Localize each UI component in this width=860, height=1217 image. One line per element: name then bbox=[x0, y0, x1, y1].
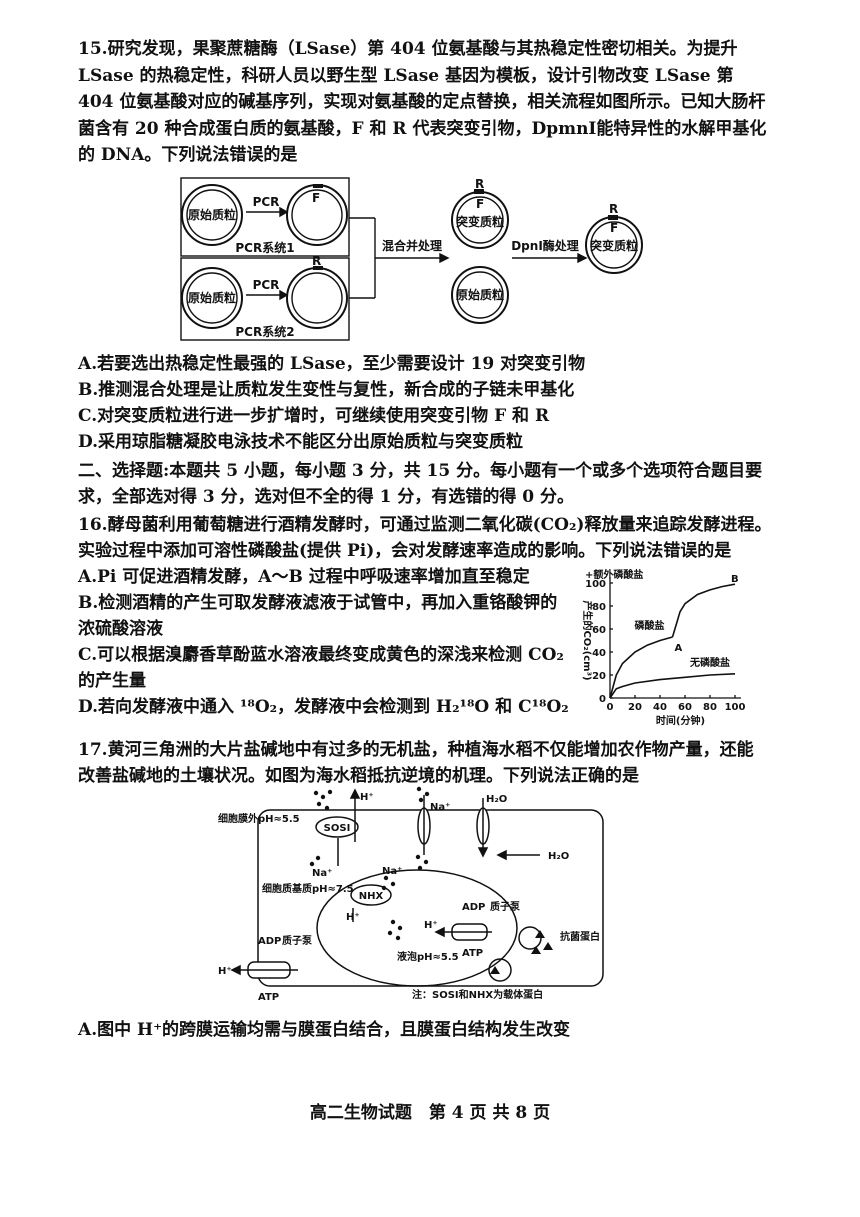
y-tick-label: 20 bbox=[592, 671, 606, 682]
primer-f-1: F bbox=[312, 191, 320, 205]
primer-r-1: R bbox=[312, 254, 321, 268]
adp-2: ADP bbox=[258, 936, 281, 947]
q15-diagram: 原始质粒 PCR F PCR系统1 原始质粒 PCR R PCR系统2 混合并处… bbox=[180, 177, 643, 341]
q15-option-c: C.对突变质粒进行进一步扩增时，可继续使用突变引物 F 和 R bbox=[78, 406, 550, 426]
series-line bbox=[609, 636, 673, 699]
co2-chart: 0 20 40 60 80 100 0 20 40 60 80 100 时间(分钟) 产生的CO₂(cm³… bbox=[581, 568, 746, 727]
pump-label-1: 质子泵 bbox=[490, 900, 521, 913]
q16-option-b2: 浓硫酸溶液 bbox=[78, 619, 163, 639]
cytosol-ph-label: 细胞质基质pH≈7.5 bbox=[262, 882, 354, 895]
y-tick-label: 80 bbox=[592, 602, 606, 613]
q15-stem: 15.研究发现，果聚蔗糖酶（LSase）第 404 位氨基酸与其热稳定性密切相关… bbox=[78, 39, 767, 165]
q17-line2: 改善盐碱地的土壤状况。如图为海水稻抵抗逆境的机理。下列说法正确的是 bbox=[78, 766, 639, 786]
q15-option-b: B.推测混合处理是让质粒发生变性与复性，新合成的子链未甲基化 bbox=[78, 380, 575, 400]
atp-1: ATP bbox=[462, 948, 483, 959]
diagram-note: 注：SOSI和NHX为载体蛋白 bbox=[412, 988, 543, 1001]
mix-label: 混合并处理 bbox=[382, 238, 442, 253]
system1-label: PCR系统1 bbox=[235, 240, 294, 255]
h-plus-4: H⁺ bbox=[218, 966, 232, 977]
vacuole-ph-label: 液泡pH≈5.5 bbox=[397, 950, 459, 963]
x-tick-label: 100 bbox=[725, 702, 746, 713]
x-tick-label: 40 bbox=[653, 702, 667, 713]
pump-label-2: 质子泵 bbox=[282, 934, 313, 947]
q15-option-d: D.采用琼脂糖凝胶电泳技术不能区分出原始质粒与突变质粒 bbox=[78, 432, 524, 452]
pcr-label-1: PCR bbox=[253, 195, 280, 209]
y-tick-label: 40 bbox=[592, 648, 606, 659]
atp-2: ATP bbox=[258, 992, 279, 1003]
nhx-label: NHX bbox=[359, 891, 384, 902]
y-tick-label: 0 bbox=[599, 694, 606, 705]
q16-option-c2: 的产生量 bbox=[78, 671, 146, 691]
h2o-right: H₂O bbox=[548, 851, 569, 862]
system2-label: PCR系统2 bbox=[235, 324, 294, 339]
section2-line2: 求，全部选对得 3 分，选对但不全的得 1 分，有选错的得 0 分。 bbox=[78, 487, 574, 507]
plasmid-label-3: 原始质粒 bbox=[456, 287, 504, 302]
point-label: A bbox=[675, 643, 683, 654]
q16-option-c1: C.可以根据溴麝香草酚蓝水溶液最终变成黄色的深浅来检测 CO₂ bbox=[78, 645, 564, 665]
h2o-top: H₂O bbox=[486, 794, 507, 805]
q16-line1: 16.酵母菌利用葡萄糖进行酒精发酵时，可通过监测二氧化碳(CO₂)释放量来追踪发… bbox=[78, 515, 772, 535]
y-tick-label: 100 bbox=[585, 579, 606, 590]
primer-r-3: R bbox=[609, 202, 618, 216]
q17-cell-diagram: 细胞膜外pH≈5.5 SOSI H⁺ Na⁺ Na⁺ H₂O H₂O Na⁺ 细… bbox=[218, 786, 604, 1003]
q17-option-a: A.图中 H⁺的跨膜运输均需与膜蛋白结合，且膜蛋白结构发生改变 bbox=[78, 1020, 571, 1040]
primer-r-2: R bbox=[475, 177, 484, 191]
pcr-label-2: PCR bbox=[253, 278, 280, 292]
series-line bbox=[671, 583, 736, 638]
primer-f-3: F bbox=[610, 221, 618, 235]
primer-f-2: F bbox=[476, 197, 484, 211]
mutant-label-1: 突变质粒 bbox=[456, 214, 504, 229]
mutant-label-2: 突变质粒 bbox=[590, 238, 638, 253]
x-axis-label: 时间(分钟) bbox=[656, 714, 705, 727]
q17-line1: 17.黄河三角洲的大片盐碱地中有过多的无机盐，种植海水稻不仅能增加农作物产量，还… bbox=[78, 740, 754, 760]
na-plus-1: Na⁺ bbox=[312, 868, 332, 879]
q16-option-d: D.若向发酵液中通入 ¹⁸O₂，发酵液中会检测到 H₂¹⁸O 和 C¹⁸O₂ bbox=[78, 697, 569, 717]
x-tick-label: 0 bbox=[607, 702, 614, 713]
plasmid-label-2: 原始质粒 bbox=[188, 290, 236, 305]
sosi-label: SOSI bbox=[324, 823, 351, 834]
section2-line1: 二、选择题:本题共 5 小题，每小题 3 分，共 15 分。每小题有一个或多个选… bbox=[78, 461, 763, 481]
q16-option-b1: B.检测酒精的产生可取发酵液滤液于试管中，再加入重铬酸钾的 bbox=[78, 593, 558, 613]
series-line bbox=[609, 673, 736, 699]
antibacterial-label: 抗菌蛋白 bbox=[560, 930, 600, 943]
h-plus-1: H⁺ bbox=[360, 792, 374, 803]
point-label: B bbox=[731, 574, 739, 585]
plasmid-label-1: 原始质粒 bbox=[188, 207, 236, 222]
y-axis-label: 产生的CO₂(cm³) bbox=[581, 600, 594, 680]
page-footer: 高二生物试题 第 4 页 共 8 页 bbox=[309, 1103, 551, 1123]
series-label: 无磷酸盐 bbox=[689, 656, 730, 669]
x-tick-label: 20 bbox=[628, 702, 642, 713]
q15-option-a: A.若要选出热稳定性最强的 LSase，至少需要设计 19 对突变引物 bbox=[78, 354, 586, 374]
na-plus-2: Na⁺ bbox=[430, 802, 450, 813]
x-tick-label: 60 bbox=[678, 702, 692, 713]
h-plus-2: H⁺ bbox=[346, 912, 360, 923]
na-plus-3: Na⁺ bbox=[382, 866, 402, 877]
q16-option-a: A.Pi 可促进酒精发酵，A～B 过程中呼吸速率增加直至稳定 bbox=[78, 567, 530, 587]
y-tick-label: 60 bbox=[592, 625, 606, 636]
q16-line2: 实验过程中添加可溶性磷酸盐(提供 Pi)，会对发酵速率造成的影响。下列说法错误的… bbox=[78, 541, 732, 561]
adp-1: ADP bbox=[462, 902, 485, 913]
dpn-label: DpnⅠ酶处理 bbox=[511, 238, 579, 253]
outside-ph-label: 细胞膜外pH≈5.5 bbox=[218, 812, 300, 825]
series-label: +额外磷酸盐 bbox=[585, 568, 643, 581]
x-tick-label: 80 bbox=[703, 702, 717, 713]
h-plus-3: H⁺ bbox=[424, 920, 438, 931]
series-label: 磷酸盐 bbox=[635, 619, 665, 632]
